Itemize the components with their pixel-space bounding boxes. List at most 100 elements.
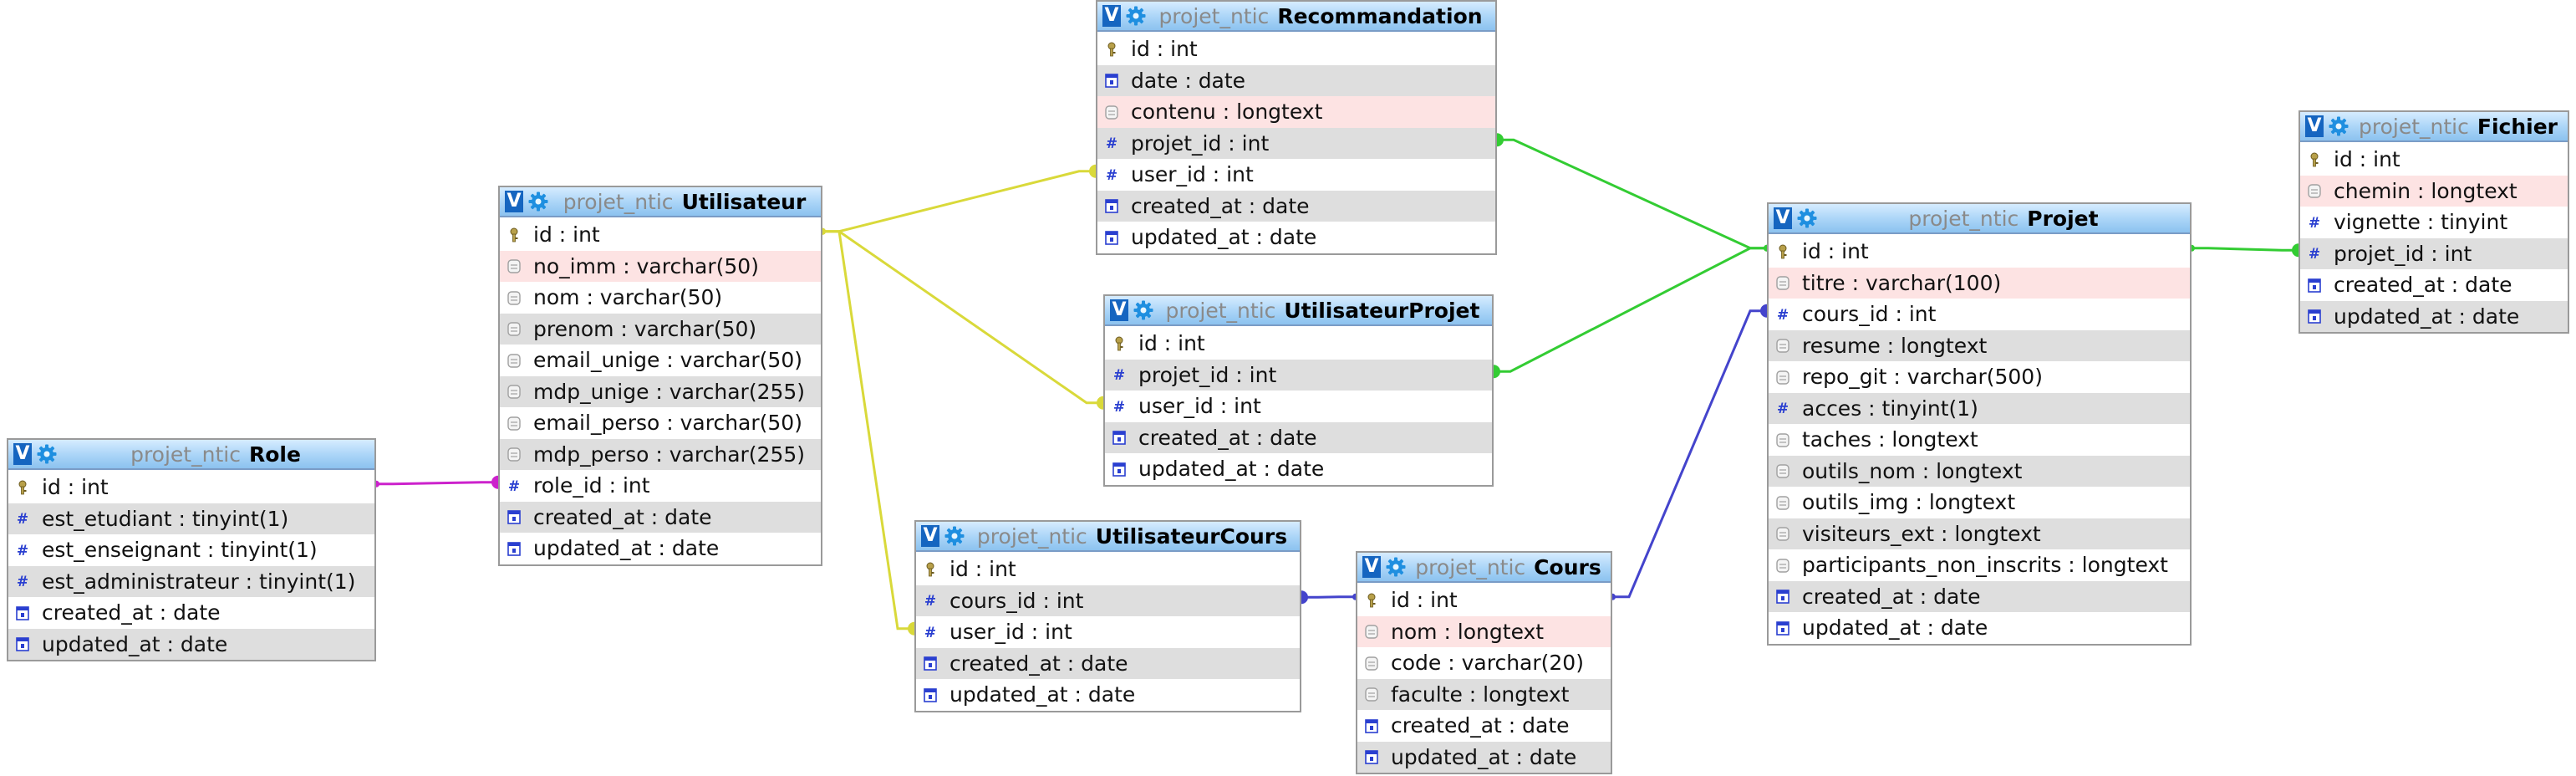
relation-end-marker bbox=[1760, 304, 1767, 318]
column-row[interactable]: #est_administrateur : tinyint(1) bbox=[8, 565, 374, 597]
column-row[interactable]: email_unige : varchar(50) bbox=[500, 345, 821, 376]
relation-end-marker bbox=[491, 475, 498, 489]
text-icon bbox=[507, 322, 521, 336]
column-row[interactable]: #cours_id : int bbox=[1769, 299, 2190, 330]
column-row[interactable]: created_at : date bbox=[916, 647, 1300, 679]
column-row[interactable]: outils_nom : longtext bbox=[1769, 455, 2190, 487]
column-row[interactable]: date : date bbox=[1097, 64, 1495, 96]
gear-icon[interactable] bbox=[1126, 6, 1146, 26]
gear-icon[interactable] bbox=[944, 526, 965, 546]
column-label: updated_at : date bbox=[1391, 744, 1577, 769]
column-row[interactable]: #user_id : int bbox=[916, 616, 1300, 648]
column-row[interactable]: created_at : date bbox=[2300, 269, 2568, 301]
column-row[interactable]: prenom : varchar(50) bbox=[500, 313, 821, 345]
column-row[interactable]: id : int bbox=[2300, 144, 2568, 176]
column-row[interactable]: id : int bbox=[916, 554, 1300, 585]
column-row[interactable]: contenu : longtext bbox=[1097, 96, 1495, 128]
column-label: id : int bbox=[1138, 331, 1205, 356]
column-row[interactable]: updated_at : date bbox=[8, 628, 374, 660]
column-row[interactable]: updated_at : date bbox=[1105, 453, 1492, 485]
column-row[interactable]: created_at : date bbox=[1097, 190, 1495, 222]
collapse-toggle-button[interactable]: V bbox=[1110, 299, 1128, 321]
column-row[interactable]: created_at : date bbox=[500, 501, 821, 533]
column-row[interactable]: id : int bbox=[1097, 33, 1495, 65]
column-row[interactable]: #user_id : int bbox=[1105, 391, 1492, 422]
column-row[interactable]: participants_non_inscrits : longtext bbox=[1769, 549, 2190, 581]
column-row[interactable]: #est_etudiant : tinyint(1) bbox=[8, 503, 374, 534]
collapse-toggle-button[interactable]: V bbox=[1102, 5, 1121, 27]
hash-icon: # bbox=[1106, 135, 1117, 151]
gear-icon[interactable] bbox=[1386, 557, 1406, 577]
column-row[interactable]: created_at : date bbox=[1105, 421, 1492, 453]
column-row[interactable]: updated_at : date bbox=[916, 679, 1300, 711]
column-row[interactable]: id : int bbox=[1769, 236, 2190, 268]
column-row[interactable]: #cours_id : int bbox=[916, 585, 1300, 616]
column-row[interactable]: #acces : tinyint(1) bbox=[1769, 392, 2190, 424]
column-row[interactable]: email_perso : varchar(50) bbox=[500, 407, 821, 439]
column-row[interactable]: id : int bbox=[1105, 328, 1492, 360]
column-row[interactable]: taches : longtext bbox=[1769, 424, 2190, 456]
column-row[interactable]: resume : longtext bbox=[1769, 329, 2190, 361]
collapse-toggle-button[interactable]: V bbox=[13, 443, 32, 465]
column-row[interactable]: mdp_perso : varchar(255) bbox=[500, 438, 821, 470]
column-row[interactable]: titre : varchar(100) bbox=[1769, 267, 2190, 299]
gear-icon[interactable] bbox=[1797, 208, 1817, 228]
collapse-toggle-button[interactable]: V bbox=[2305, 115, 2324, 137]
column-row[interactable]: created_at : date bbox=[1769, 580, 2190, 612]
column-row[interactable]: #vignette : tinyint bbox=[2300, 207, 2568, 238]
gear-icon[interactable] bbox=[528, 191, 548, 212]
column-row[interactable]: faculte : longtext bbox=[1357, 678, 1611, 710]
column-row[interactable]: #role_id : int bbox=[500, 470, 821, 502]
column-row[interactable]: id : int bbox=[8, 472, 374, 503]
collapse-toggle-button[interactable]: V bbox=[1774, 207, 1792, 229]
column-row[interactable]: #projet_id : int bbox=[1097, 127, 1495, 159]
column-row[interactable]: visiteurs_ext : longtext bbox=[1769, 518, 2190, 549]
column-row[interactable]: repo_git : varchar(500) bbox=[1769, 361, 2190, 393]
column-row[interactable]: created_at : date bbox=[8, 597, 374, 629]
column-row[interactable]: #user_id : int bbox=[1097, 159, 1495, 191]
column-row[interactable]: updated_at : date bbox=[500, 533, 821, 564]
column-row[interactable]: updated_at : date bbox=[2300, 300, 2568, 332]
column-row[interactable]: created_at : date bbox=[1357, 710, 1611, 742]
column-row[interactable]: updated_at : date bbox=[1097, 222, 1495, 253]
column-label: id : int bbox=[1802, 239, 1869, 264]
column-row[interactable]: nom : varchar(50) bbox=[500, 282, 821, 314]
gear-icon[interactable] bbox=[2329, 116, 2349, 136]
collapse-toggle-button[interactable]: V bbox=[921, 525, 939, 547]
column-row[interactable]: updated_at : date bbox=[1357, 741, 1611, 773]
column-row[interactable]: outils_img : longtext bbox=[1769, 487, 2190, 518]
column-row[interactable]: id : int bbox=[1357, 585, 1611, 616]
column-row[interactable]: no_imm : varchar(50) bbox=[500, 250, 821, 282]
column-row[interactable]: code : varchar(20) bbox=[1357, 647, 1611, 679]
column-row[interactable]: #projet_id : int bbox=[1105, 359, 1492, 391]
column-row[interactable]: #est_enseignant : tinyint(1) bbox=[8, 534, 374, 566]
column-row[interactable]: nom : longtext bbox=[1357, 615, 1611, 647]
column-row[interactable]: #projet_id : int bbox=[2300, 237, 2568, 269]
collapse-toggle-button[interactable]: V bbox=[1362, 556, 1381, 578]
column-row[interactable]: mdp_unige : varchar(255) bbox=[500, 375, 821, 407]
date-icon bbox=[1365, 750, 1378, 765]
collapse-toggle-button[interactable]: V bbox=[505, 191, 523, 212]
column-row[interactable]: id : int bbox=[500, 219, 821, 251]
schema-name: projet_ntic bbox=[976, 523, 1087, 549]
gear-icon[interactable] bbox=[1133, 300, 1153, 320]
column-row[interactable]: chemin : longtext bbox=[2300, 175, 2568, 207]
column-row[interactable]: updated_at : date bbox=[1769, 612, 2190, 644]
gear-icon[interactable] bbox=[37, 444, 57, 464]
